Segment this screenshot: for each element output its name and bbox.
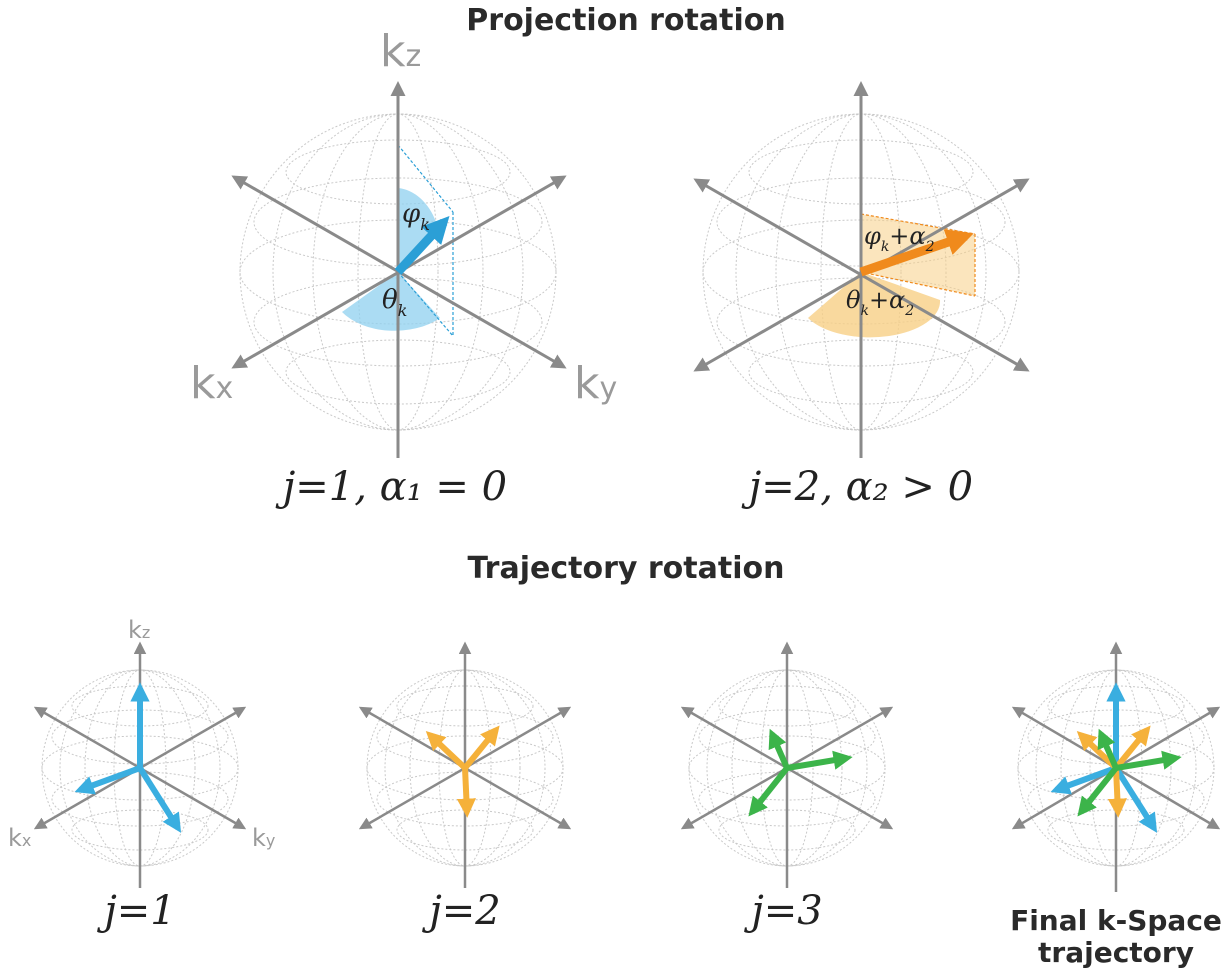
trajectory-arrow xyxy=(1115,750,1182,771)
trajectory-arrow xyxy=(462,725,500,770)
trajectory-arrow xyxy=(74,765,142,795)
equation-label-j1: j=1, α₁ = 0 xyxy=(275,464,507,510)
trajectory-arrow xyxy=(1113,766,1158,833)
trajectory-arrow xyxy=(1050,765,1118,795)
ky-axis-label: ky xyxy=(252,824,275,852)
final-label-line1: Final k-Space xyxy=(1010,904,1222,937)
final-label-line2: trajectory xyxy=(1038,936,1194,969)
trajectory-panel-j1: kz kx ky j=1 xyxy=(8,616,275,934)
trajectory-arrow xyxy=(1097,728,1119,770)
k-vector-arrow xyxy=(859,229,974,277)
trajectory-panel-j2: j=2 xyxy=(358,641,572,934)
projection-rotation-title: Projection rotation xyxy=(466,3,785,38)
trajectory-panel-j3: j=3 xyxy=(680,641,894,934)
trajectory-arrow xyxy=(1077,766,1119,817)
trajectory-arrow xyxy=(425,731,468,771)
kz-axis-label: kz xyxy=(380,26,421,77)
phi-alpha-label: φk+α2 xyxy=(864,222,935,255)
ky-axis-label: ky xyxy=(574,358,617,409)
k-vector-arrow xyxy=(394,216,450,276)
projection-panel-j1: φk θk kz kx ky j=1, α₁ = 0 xyxy=(190,26,617,510)
projection-panel-j2: φk+α2 θk+α2 j=2, α₂ > 0 xyxy=(693,81,1030,510)
theta-alpha-label: θk+α2 xyxy=(846,286,914,319)
kx-axis-label: kx xyxy=(8,824,31,852)
trajectory-arrow xyxy=(748,766,790,817)
trajectory-arrow xyxy=(1107,767,1127,818)
trajectory-arrow xyxy=(456,767,476,818)
trajectory-arrow xyxy=(1113,725,1151,770)
kx-axis-label: kx xyxy=(190,358,233,409)
trajectory-rotation-title: Trajectory rotation xyxy=(468,551,785,586)
trajectory-arrow xyxy=(768,728,790,770)
trajectory-arrow xyxy=(1076,731,1119,771)
trajectory-arrow xyxy=(137,766,182,833)
trajectory-panel-final: Final k-Space trajectory xyxy=(1010,641,1222,969)
ky-axis xyxy=(693,178,1030,372)
kz-axis-label: kz xyxy=(128,616,150,644)
trajectory-arrow xyxy=(786,750,853,771)
equation-label-j2: j=2, α₂ > 0 xyxy=(741,464,973,510)
step-label-j1: j=1 xyxy=(96,888,175,934)
step-label-j2: j=2 xyxy=(421,888,500,934)
step-label-j3: j=3 xyxy=(743,888,822,934)
